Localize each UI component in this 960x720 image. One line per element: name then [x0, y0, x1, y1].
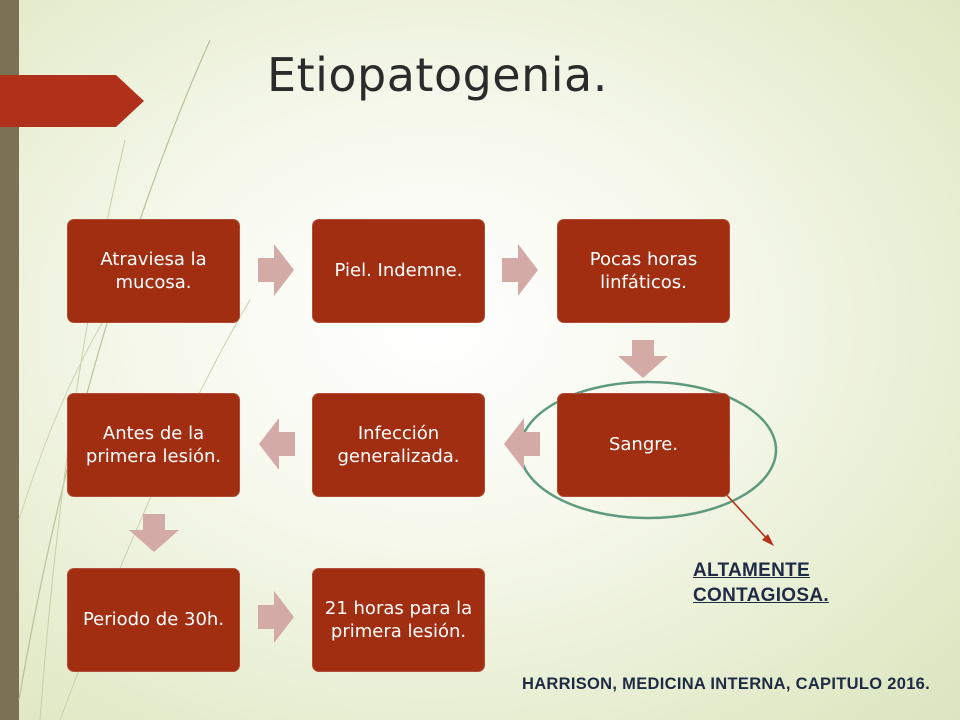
arrow-left-icon: [259, 418, 295, 470]
flow-step-5: Infección generalizada.: [312, 393, 485, 497]
decor-curve: [18, 39, 211, 701]
title-marker-tab: [0, 75, 144, 127]
citation-text: HARRISON, MEDICINA INTERNA, CAPITULO 201…: [522, 675, 931, 693]
annotation-arrowhead-icon: [762, 534, 774, 546]
flow-step-7: Periodo de 30h.: [67, 568, 240, 672]
flow-step-2: Piel. Indemne.: [312, 219, 485, 323]
flow-step-8: 21 horas para la primera lesión.: [312, 568, 485, 672]
annotation-line-2: CONTAGIOSA.: [693, 584, 829, 606]
annotation-line-1: ALTAMENTE: [693, 560, 811, 581]
flow-step-1: Atraviesa la mucosa.: [67, 219, 240, 323]
arrow-right-icon: [258, 244, 294, 296]
flow-step-3: Pocas horas linfáticos.: [557, 219, 730, 323]
arrow-down-icon: [129, 514, 179, 552]
slide-title: Etiopatogenia.: [267, 48, 608, 102]
left-accent-bar: [0, 0, 19, 720]
arrow-right-icon: [502, 244, 538, 296]
annotation-text: ALTAMENTE CONTAGIOSA.: [693, 559, 829, 608]
flow-step-6: Antes de la primera lesión.: [67, 393, 240, 497]
flow-step-4: Sangre.: [557, 393, 730, 497]
arrow-down-icon: [618, 340, 668, 378]
arrow-left-icon: [504, 418, 540, 470]
arrow-right-icon: [258, 591, 294, 643]
